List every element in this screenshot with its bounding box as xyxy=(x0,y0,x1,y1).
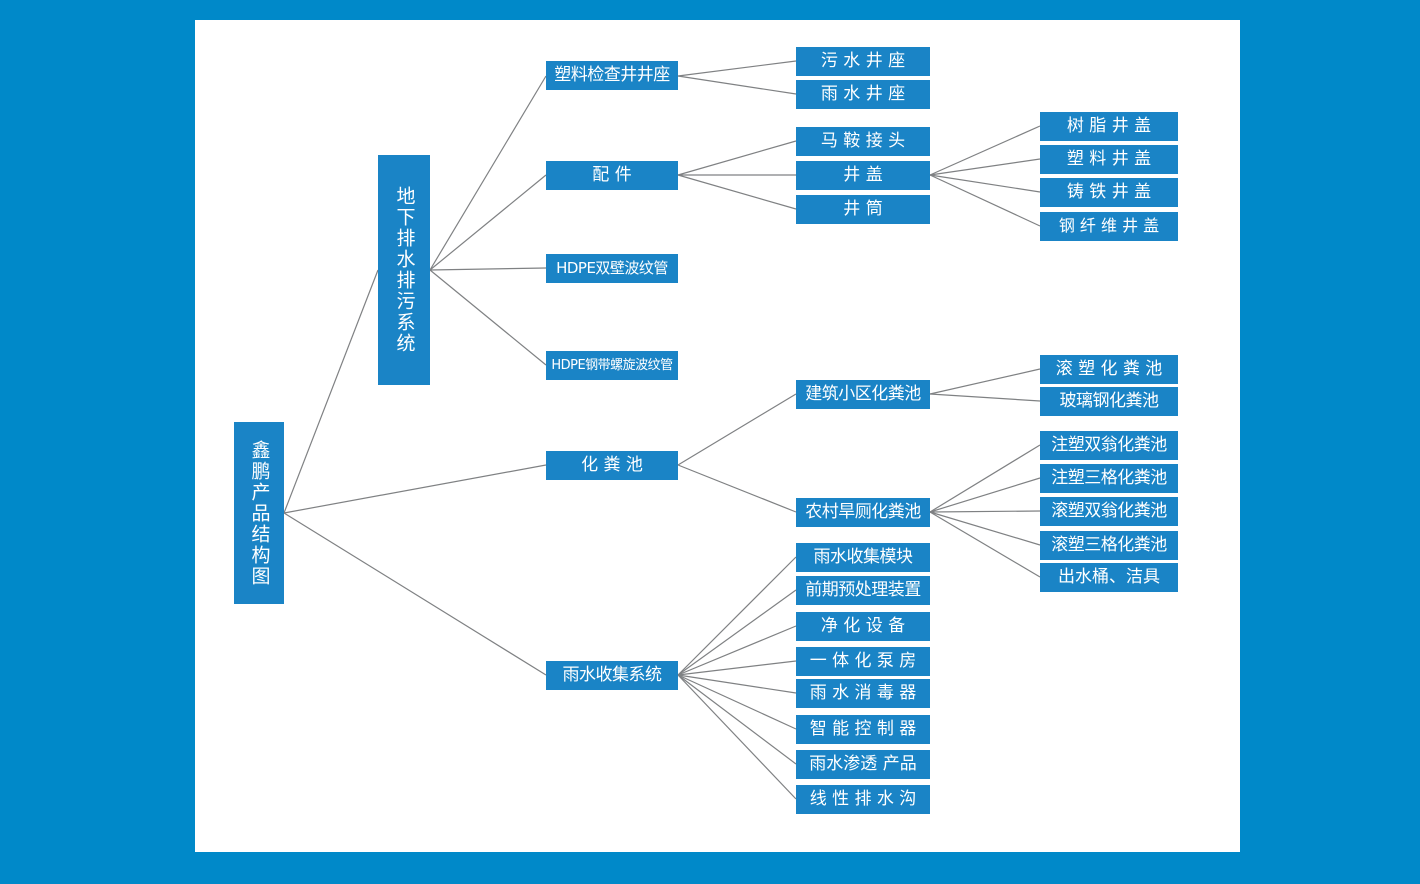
node-rainwater-well-base[interactable]: 雨 水 井 座 xyxy=(796,80,930,109)
node-smart-controller[interactable]: 智 能 控 制 器 xyxy=(796,715,930,744)
node-purification-equipment[interactable]: 净 化 设 备 xyxy=(796,612,930,641)
node-rainwater-collection-system[interactable]: 雨水收集系统 xyxy=(546,661,678,690)
node-rural-toilet-septic-tank[interactable]: 农村旱厕化粪池 xyxy=(796,498,930,527)
node-steel-fiber-manhole-cover[interactable]: 钢 纤 维 井 盖 xyxy=(1040,212,1178,241)
node-frp-septic-tank[interactable]: 玻璃钢化粪池 xyxy=(1040,387,1178,416)
node-fittings[interactable]: 配 件 xyxy=(546,161,678,190)
node-septic-tank[interactable]: 化 粪 池 xyxy=(546,451,678,480)
node-rainwater-collection-module[interactable]: 雨水收集模块 xyxy=(796,543,930,572)
node-injection-three-compartment-septic-tank[interactable]: 注塑三格化粪池 xyxy=(1040,464,1178,493)
node-saddle-joint[interactable]: 马 鞍 接 头 xyxy=(796,127,930,156)
node-cast-iron-manhole-cover[interactable]: 铸 铁 井 盖 xyxy=(1040,178,1178,207)
node-well-barrel[interactable]: 井 筒 xyxy=(796,195,930,224)
node-outlet-bucket-and-sanitary-ware[interactable]: 出水桶、洁具 xyxy=(1040,563,1178,592)
node-rotomolded-double-urn-septic-tank[interactable]: 滚塑双翁化粪池 xyxy=(1040,497,1178,526)
node-rotomolded-septic-tank[interactable]: 滚 塑 化 粪 池 xyxy=(1040,355,1178,384)
node-rotomolded-three-compartment-septic-tank[interactable]: 滚塑三格化粪池 xyxy=(1040,531,1178,560)
node-integrated-pump-house[interactable]: 一 体 化 泵 房 xyxy=(796,647,930,676)
node-hdpe-double-wall-corrugated-pipe[interactable]: HDPE双壁波纹管 xyxy=(546,254,678,283)
node-sewage-well-base[interactable]: 污 水 井 座 xyxy=(796,47,930,76)
node-rainwater-infiltration-products[interactable]: 雨水渗透 产品 xyxy=(796,750,930,779)
node-residential-septic-tank[interactable]: 建筑小区化粪池 xyxy=(796,380,930,409)
node-hdpe-steel-belt-spiral-corrugated-pipe[interactable]: HDPE钢带螺旋波纹管 xyxy=(546,351,678,380)
node-resin-manhole-cover[interactable]: 树 脂 井 盖 xyxy=(1040,112,1178,141)
node-plastic-inspection-well-base[interactable]: 塑料检查井井座 xyxy=(546,61,678,90)
node-manhole-cover[interactable]: 井 盖 xyxy=(796,161,930,190)
node-root[interactable]: 鑫鹏产品结构图 xyxy=(234,422,284,604)
node-injection-double-urn-septic-tank[interactable]: 注塑双翁化粪池 xyxy=(1040,431,1178,460)
node-rainwater-disinfector[interactable]: 雨 水 消 毒 器 xyxy=(796,679,930,708)
node-pre-treatment-device[interactable]: 前期预处理装置 xyxy=(796,576,930,605)
node-underground-drainage-system[interactable]: 地下排水排污系统 xyxy=(378,155,430,385)
node-linear-drainage-channel[interactable]: 线 性 排 水 沟 xyxy=(796,785,930,814)
node-plastic-manhole-cover[interactable]: 塑 料 井 盖 xyxy=(1040,145,1178,174)
